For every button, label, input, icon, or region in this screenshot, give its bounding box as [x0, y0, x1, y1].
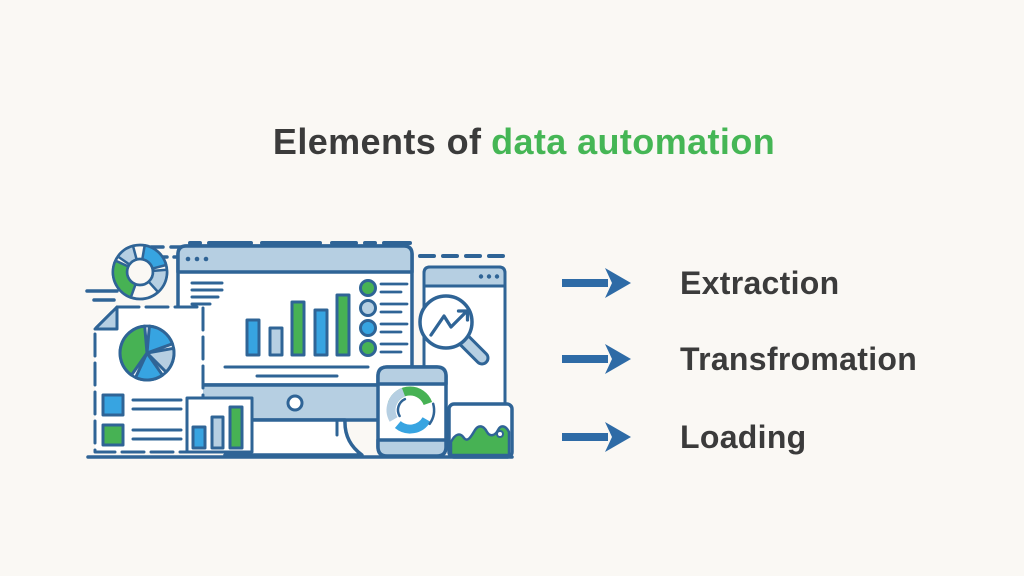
list-lines [131, 398, 183, 441]
title-highlight: data automation [491, 121, 776, 162]
text-lines [190, 281, 224, 306]
step-row-transformation: Transfromation [561, 336, 917, 382]
area-chart-card-icon [447, 402, 514, 459]
step-label-extraction: Extraction [680, 264, 840, 301]
checklist-icon [359, 279, 409, 357]
step-label-loading: Loading [680, 418, 807, 455]
magnifier-trend-icon [418, 294, 490, 366]
step-row-loading: Loading [561, 414, 807, 460]
step-label-transformation: Transfromation [680, 340, 918, 377]
window-dots-icon [185, 256, 209, 262]
arrow-right-icon [562, 422, 631, 452]
phone-donut-chart [386, 386, 436, 434]
monitor-button [286, 394, 304, 412]
report-document-icon [93, 305, 205, 454]
smartphone-donut-icon [376, 365, 448, 458]
mini-bar-chart-icon [185, 396, 254, 454]
green-bullet-square [101, 423, 125, 447]
speed-lines [85, 289, 119, 302]
title-prefix: Elements of [272, 121, 482, 162]
arrow-right-icon [562, 268, 631, 298]
blue-bullet-square [101, 393, 125, 417]
donut-chart-icon [111, 243, 169, 301]
bar-chart-icon [245, 293, 351, 357]
window-dots-icon [478, 274, 500, 279]
arrow-right-icon [562, 344, 631, 374]
monitor-dashboard-icon [176, 244, 414, 457]
data-automation-illustration [85, 241, 514, 459]
step-row-extraction: Extraction [561, 260, 839, 306]
pie-chart-icon [118, 324, 176, 382]
